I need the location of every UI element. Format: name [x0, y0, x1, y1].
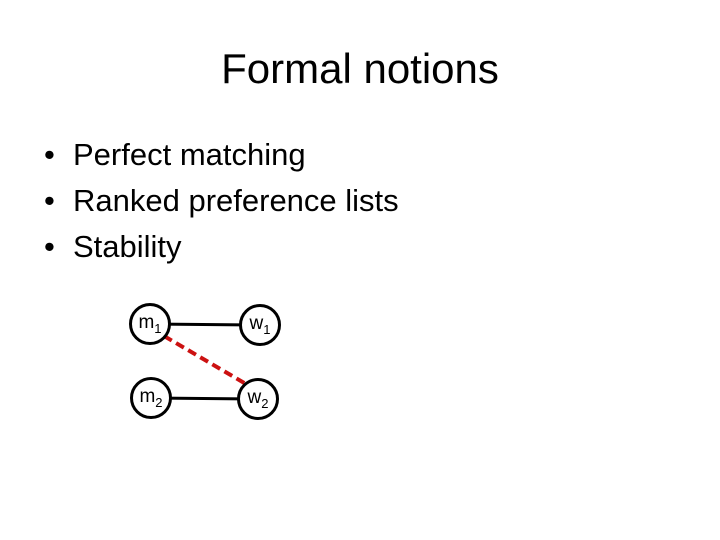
slide-title: Formal notions — [221, 45, 499, 92]
bullet-icon: • — [44, 183, 55, 218]
bullet-icon: • — [44, 137, 55, 172]
bullet-item: • Stability — [44, 224, 399, 270]
bullet-item-label: Perfect matching — [73, 137, 306, 172]
edge-m1-w2-dashed — [162, 334, 248, 386]
node-label: w1 — [249, 313, 271, 337]
node-m2: m2 — [130, 377, 172, 419]
node-label: w2 — [247, 387, 269, 411]
node-w2: w2 — [237, 378, 279, 420]
bullet-icon: • — [44, 229, 55, 264]
bullet-list: • Perfect matching • Ranked preference l… — [44, 132, 399, 270]
node-m1: m1 — [129, 303, 171, 345]
bullet-item: • Ranked preference lists — [44, 178, 399, 224]
node-label: m2 — [139, 386, 163, 410]
bullet-item: • Perfect matching — [44, 132, 399, 178]
bullet-item-label: Stability — [73, 229, 182, 264]
node-label: m1 — [138, 312, 162, 336]
bullet-item-label: Ranked preference lists — [73, 183, 399, 218]
node-w1: w1 — [239, 304, 281, 346]
